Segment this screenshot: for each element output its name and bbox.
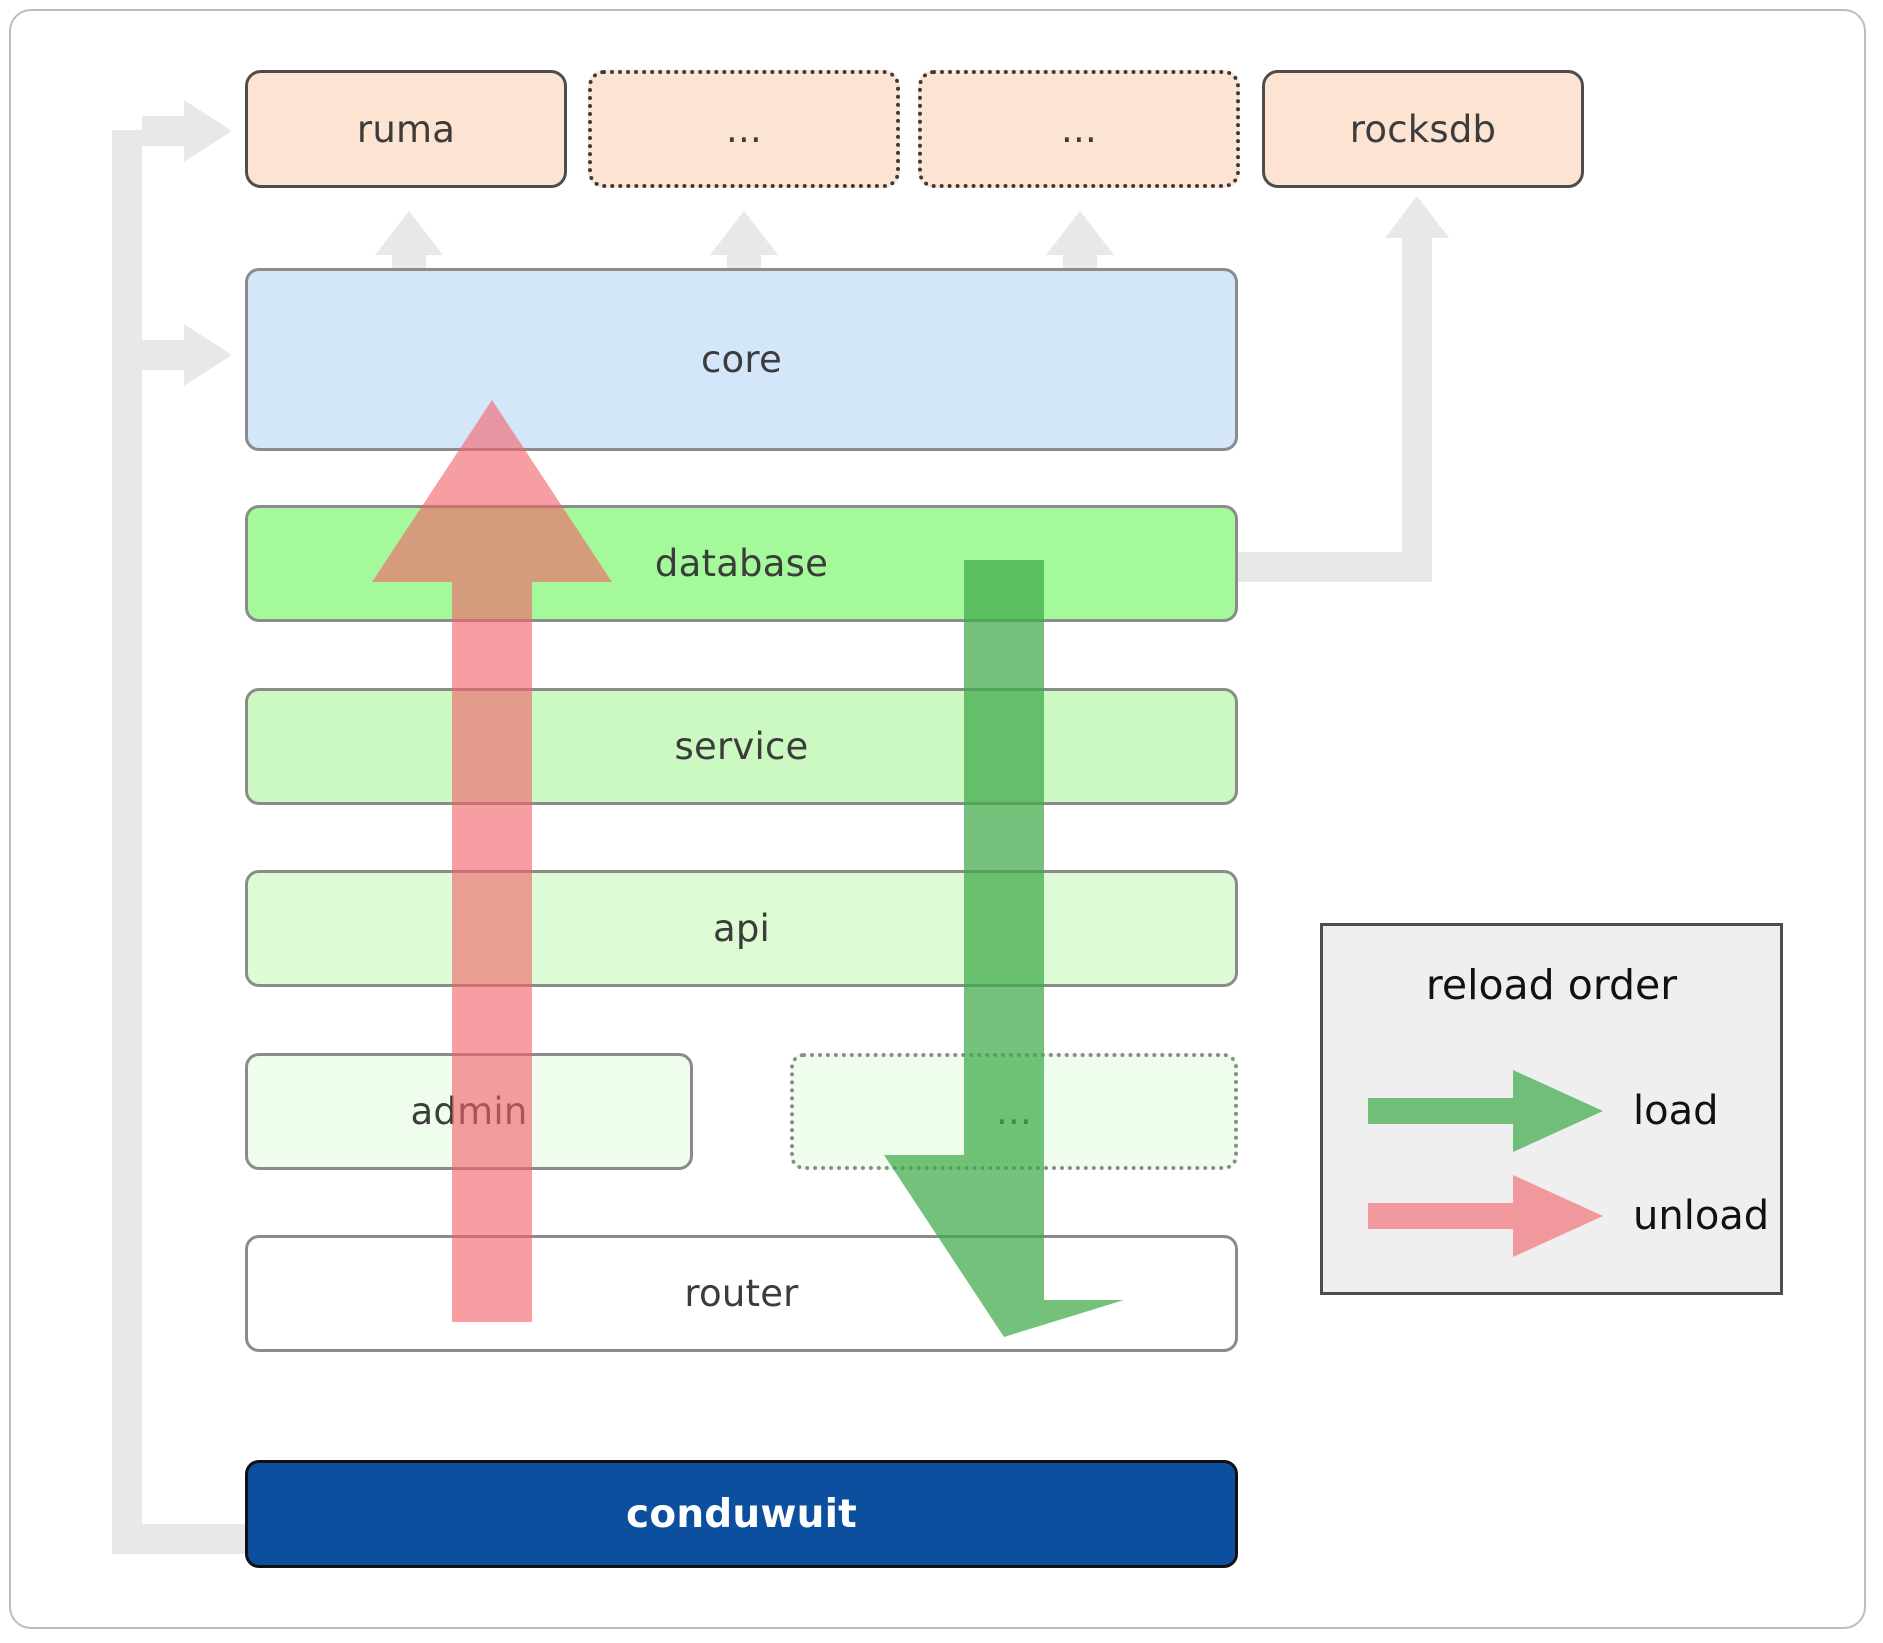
unload-legend-arrow	[1368, 1175, 1603, 1257]
node-label: service	[674, 725, 809, 768]
node-rocksdb[interactable]: rocksdb	[1262, 70, 1584, 188]
node-dependency-ellipsis-1[interactable]: ...	[588, 70, 900, 188]
node-router[interactable]: router	[245, 1235, 1238, 1352]
node-label: api	[712, 907, 771, 950]
legend-item-load: load	[1323, 1066, 1780, 1156]
legend-reload-order: reload order load unload	[1320, 923, 1783, 1295]
diagram-frame	[9, 9, 1866, 1629]
node-label: router	[684, 1272, 799, 1315]
node-dependency-ellipsis-2[interactable]: ...	[918, 70, 1240, 188]
node-label: admin	[410, 1090, 528, 1133]
node-conduwuit[interactable]: conduwuit	[245, 1460, 1238, 1568]
legend-item-unload: unload	[1323, 1171, 1780, 1261]
node-label: conduwuit	[626, 1491, 857, 1537]
node-ruma[interactable]: ruma	[245, 70, 567, 188]
node-admin[interactable]: admin	[245, 1053, 693, 1170]
node-core[interactable]: core	[245, 268, 1238, 451]
legend-label: unload	[1633, 1193, 1770, 1239]
node-label: rocksdb	[1349, 107, 1497, 151]
node-label: core	[701, 338, 782, 381]
node-api[interactable]: api	[245, 870, 1238, 987]
node-label: ...	[726, 107, 762, 151]
node-database[interactable]: database	[245, 505, 1238, 622]
node-label: ...	[1061, 107, 1097, 151]
load-legend-arrow	[1368, 1070, 1603, 1152]
node-label: database	[654, 542, 829, 585]
node-service[interactable]: service	[245, 688, 1238, 805]
node-label: ruma	[356, 107, 456, 151]
legend-label: load	[1633, 1088, 1719, 1134]
legend-title: reload order	[1425, 961, 1678, 1009]
node-label: ...	[996, 1090, 1032, 1133]
node-layer-ellipsis[interactable]: ...	[790, 1053, 1238, 1170]
